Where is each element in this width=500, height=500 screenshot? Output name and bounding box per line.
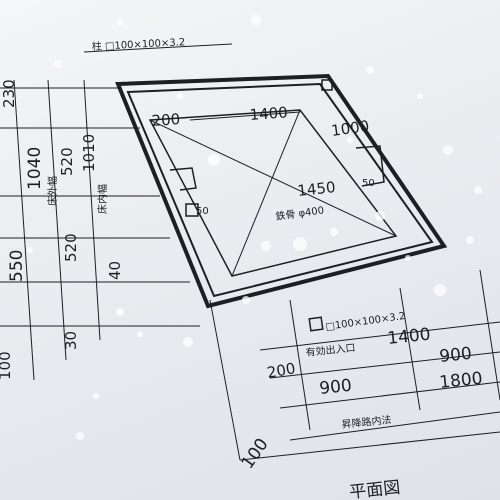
post-2 <box>185 203 199 217</box>
dim-100-bottom: 100 <box>238 435 273 473</box>
label-1040: 1040 <box>25 147 45 190</box>
corner-title: 平面図 <box>348 478 401 500</box>
diagonal-2 <box>231 109 301 277</box>
small-dim-50-b: 50 <box>362 178 375 189</box>
label-30: 30 <box>62 331 80 350</box>
water-droplets <box>27 15 482 440</box>
dim-1000: 1000 <box>330 117 370 140</box>
row3-label: 昇降路内法 <box>341 413 392 431</box>
dim-1400-top: 1400 <box>249 103 288 124</box>
label-100-left: 100 <box>0 351 14 380</box>
left-dimension-lines <box>0 79 200 381</box>
small-dim-50-a: 50 <box>196 206 209 217</box>
dim-1450: 1450 <box>297 178 337 200</box>
dim-line-1400 <box>189 111 301 121</box>
row2-1800: 1800 <box>438 369 483 393</box>
label-550: 550 <box>7 250 27 282</box>
leader-top <box>83 43 233 53</box>
row2-900: 900 <box>318 376 352 399</box>
side-text-1: 床外幅 <box>46 176 59 206</box>
dim-200-top: 200 <box>151 110 181 130</box>
row1-1400: 1400 <box>386 325 431 349</box>
label-230: 230 <box>0 79 18 108</box>
label-1010: 1010 <box>80 134 98 172</box>
label-520-b: 520 <box>62 233 80 262</box>
label-40: 40 <box>106 261 124 280</box>
row1-900: 900 <box>438 344 472 367</box>
dim-200-bottom: 200 <box>266 359 297 382</box>
bottom-dimension-lines <box>209 269 500 461</box>
bottom-post <box>308 316 324 332</box>
diagonal-1 <box>149 119 397 237</box>
post-1 <box>321 79 333 91</box>
spec-top: 柱 □100×100×3.2 <box>91 35 185 53</box>
center-label: 鉄骨 φ400 <box>275 203 325 223</box>
outer-wall <box>115 73 448 309</box>
door-notch <box>169 167 197 191</box>
rail-bracket <box>355 145 385 187</box>
inner-wall <box>126 82 434 298</box>
shaft-outline <box>115 73 448 309</box>
side-text-2: 床内幅 <box>96 184 109 214</box>
label-520-a: 520 <box>58 147 76 176</box>
